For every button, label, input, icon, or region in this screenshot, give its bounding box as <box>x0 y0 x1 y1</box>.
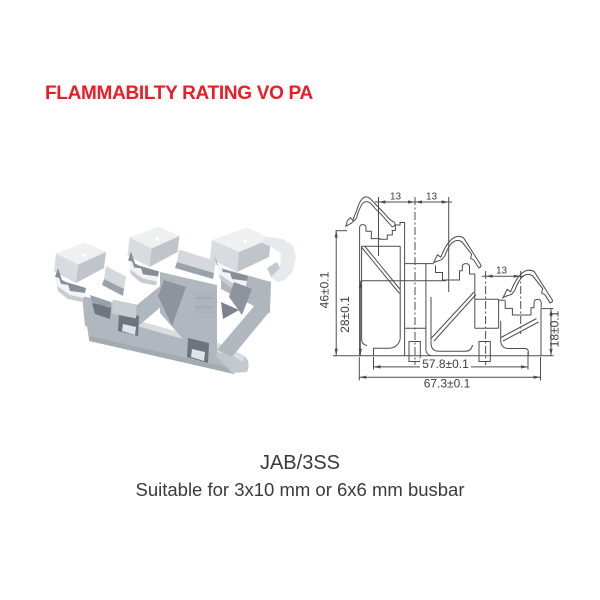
svg-text:46±0.1: 46±0.1 <box>318 271 332 308</box>
svg-text:13: 13 <box>390 192 402 203</box>
svg-text:13: 13 <box>426 192 438 203</box>
svg-text:67.3±0.1: 67.3±0.1 <box>424 377 471 391</box>
svg-text:13: 13 <box>496 266 508 277</box>
svg-text:57.8±0.1: 57.8±0.1 <box>422 357 469 371</box>
svg-text:28±0.1: 28±0.1 <box>338 296 352 333</box>
svg-text:18±0.1: 18±0.1 <box>548 310 562 347</box>
